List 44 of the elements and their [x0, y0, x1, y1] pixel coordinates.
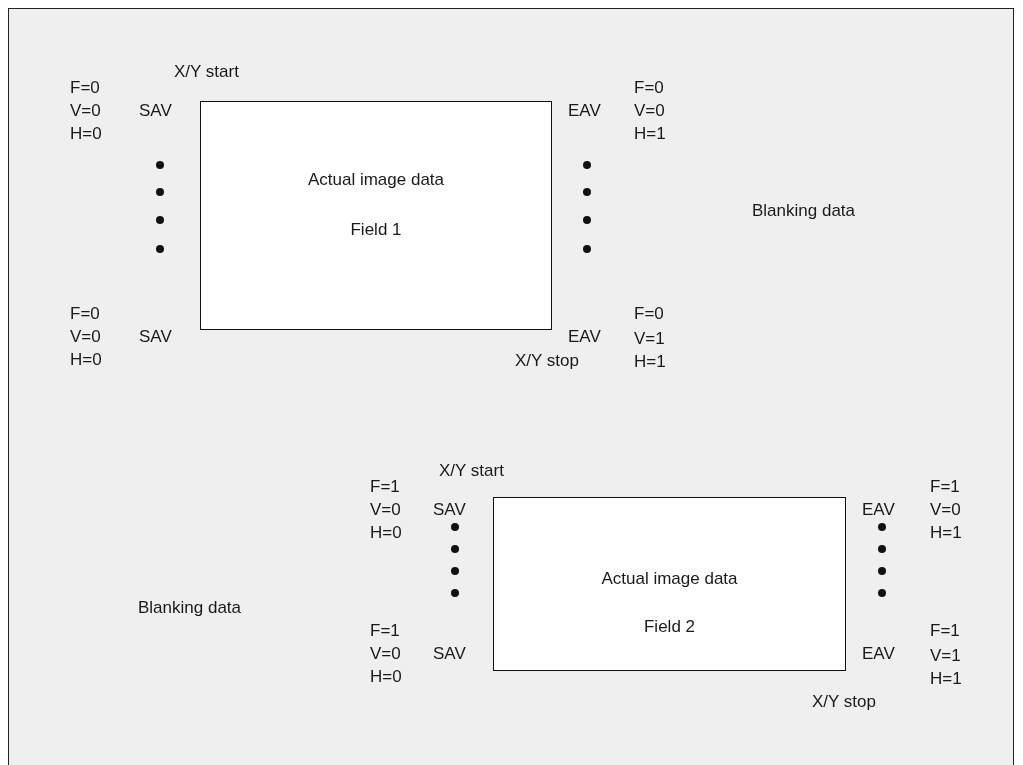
field-label: Field 1 [349, 220, 403, 240]
signal-label: V=0 [930, 500, 961, 520]
signal-label: H=0 [70, 124, 102, 144]
signal-label: EAV [568, 101, 601, 121]
signal-label: H=1 [634, 352, 666, 372]
signal-label: H=0 [370, 667, 402, 687]
signal-label: H=0 [370, 523, 402, 543]
signal-label: F=1 [370, 477, 400, 497]
signal-label: EAV [862, 500, 895, 520]
signal-label: F=0 [70, 78, 100, 98]
signal-label: F=0 [634, 78, 664, 98]
signal-label: Blanking data [138, 598, 242, 618]
signal-label: H=1 [634, 124, 666, 144]
signal-label: EAV [862, 644, 895, 664]
signal-label: F=1 [930, 621, 960, 641]
signal-label: V=1 [930, 646, 961, 666]
signal-label: F=1 [930, 477, 960, 497]
signal-label: F=1 [370, 621, 400, 641]
signal-label: SAV [139, 101, 172, 121]
signal-label: F=0 [70, 304, 100, 324]
field-label: Field 2 [643, 617, 696, 637]
signal-label: V=0 [70, 327, 101, 347]
image-data-box [200, 101, 552, 330]
signal-label: SAV [139, 327, 172, 347]
signal-label: X/Y stop [515, 351, 579, 371]
image-data-box [493, 497, 846, 671]
signal-label: X/Y start [174, 62, 239, 82]
signal-label: SAV [433, 644, 466, 664]
signal-label: X/Y start [439, 461, 504, 481]
box-title: Actual image data [600, 569, 739, 589]
signal-label: X/Y stop [812, 692, 876, 712]
signal-label: H=1 [930, 523, 962, 543]
signal-label: EAV [568, 327, 601, 347]
signal-label: V=0 [370, 644, 401, 664]
signal-label: V=1 [634, 329, 665, 349]
signal-label: V=0 [370, 500, 401, 520]
signal-label: F=0 [634, 304, 664, 324]
signal-label: H=0 [70, 350, 102, 370]
box-title: Actual image data [306, 170, 446, 190]
signal-label: H=1 [930, 669, 962, 689]
signal-label: V=0 [634, 101, 665, 121]
signal-label: SAV [433, 500, 466, 520]
signal-label: V=0 [70, 101, 101, 121]
signal-label: Blanking data [752, 201, 856, 221]
